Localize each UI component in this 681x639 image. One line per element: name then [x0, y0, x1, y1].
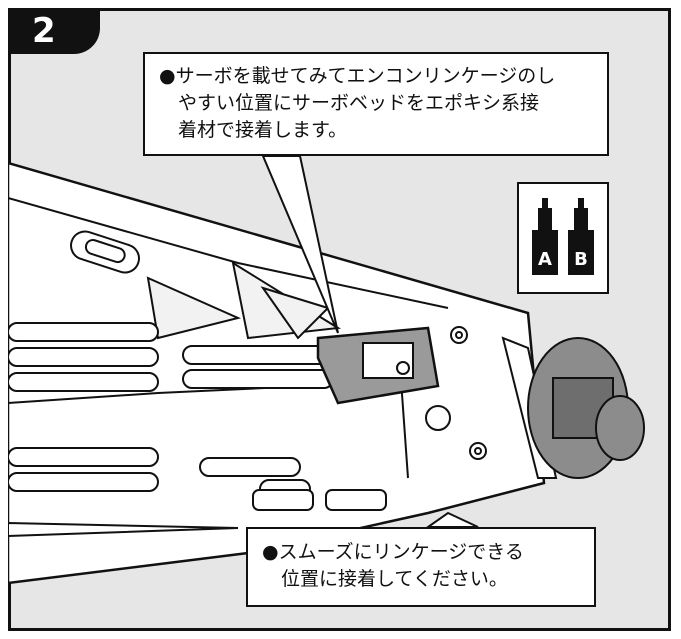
chassis-illustration: A B [8, 155, 645, 585]
chassis-slots [8, 230, 387, 538]
adhesive-label-a: A [538, 249, 552, 270]
chassis-cutouts [146, 260, 341, 340]
callout-line: 着材で接着します。 [178, 119, 348, 141]
engine [501, 336, 645, 479]
chassis-screws [425, 326, 487, 460]
callout-bottom-pointer [424, 511, 479, 528]
step-number-badge: 2 [8, 8, 100, 54]
callout-line: ●スムーズにリンケージできる [262, 541, 524, 563]
adhesive-label-b: B [574, 249, 588, 270]
instruction-callout-top: ●サーボを載せてみてエンコンリンケージのし やすい位置にサーボベッドをエポキシ系… [143, 52, 609, 156]
instruction-callout-bottom: ●スムーズにリンケージできる 位置に接着してください。 [246, 527, 596, 607]
servo-bed [316, 326, 440, 405]
callout-top-pointer [261, 155, 339, 334]
callout-line: 位置に接着してください。 [281, 568, 508, 590]
callout-line: やすい位置にサーボベッドをエポキシ系接 [178, 92, 540, 114]
callout-line: ●サーボを載せてみてエンコンリンケージのし [159, 65, 556, 87]
epoxy-adhesive-icon: A B [517, 182, 609, 294]
